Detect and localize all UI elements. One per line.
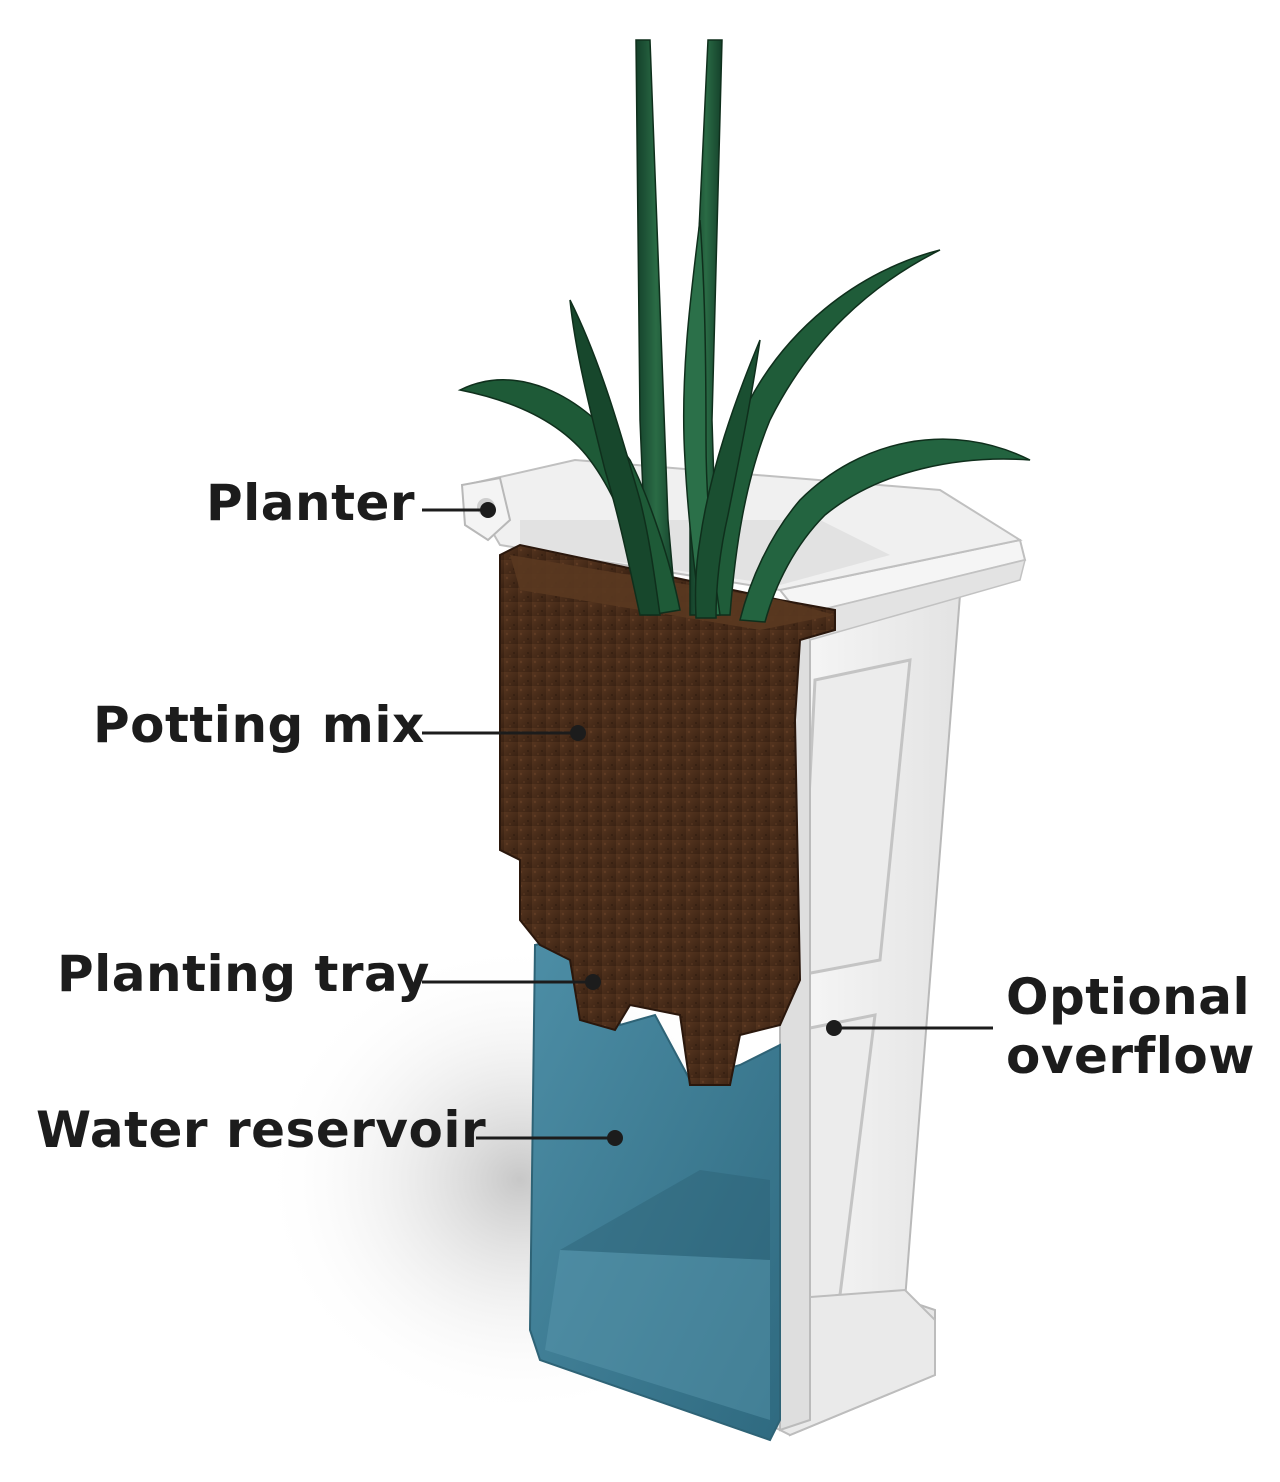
planter-label: Planter bbox=[206, 474, 416, 532]
planting-tray-label: Planting tray bbox=[57, 945, 430, 1003]
planter-body bbox=[460, 458, 1027, 1437]
plant bbox=[457, 39, 1031, 623]
potting-mix-area bbox=[499, 543, 836, 1086]
planter-dot bbox=[480, 502, 496, 518]
potting-mix-label: Potting mix bbox=[93, 696, 425, 754]
optional-overflow-dot bbox=[826, 1020, 842, 1036]
leader-dots bbox=[480, 502, 842, 1146]
water-reservoir-label: Water reservoir bbox=[36, 1101, 487, 1159]
water-reservoir-dot bbox=[607, 1130, 623, 1146]
leader-lines bbox=[422, 508, 993, 1140]
planting-tray-dot bbox=[585, 974, 601, 990]
potting-mix-dot bbox=[570, 725, 586, 741]
optional-overflow-label: Optional overflow bbox=[1006, 968, 1255, 1085]
